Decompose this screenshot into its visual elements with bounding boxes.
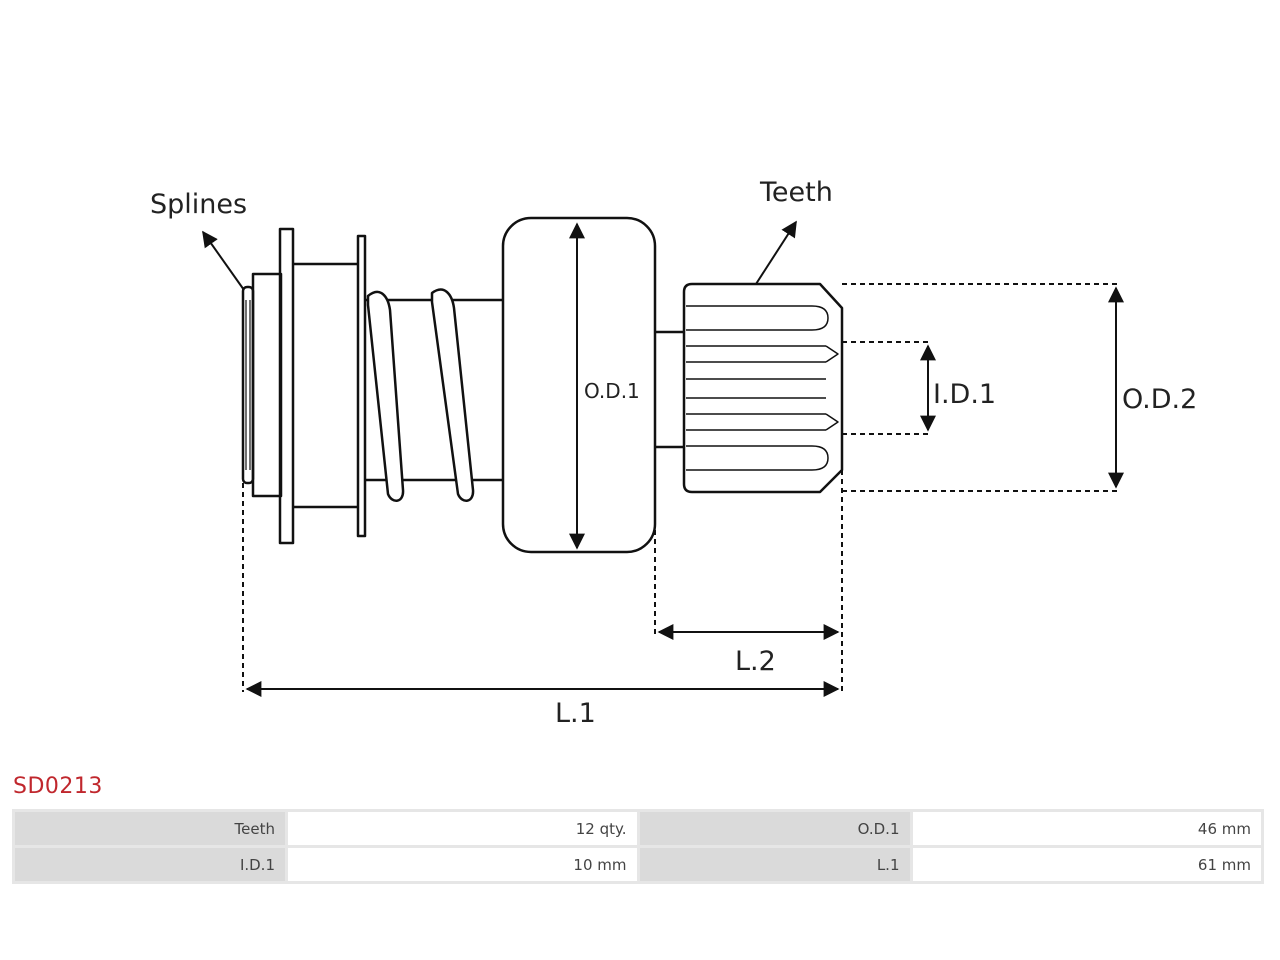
spec-label: Teeth xyxy=(15,812,285,845)
splines-label: Splines xyxy=(150,189,247,220)
l1-label: L.1 xyxy=(555,698,596,729)
flange-left xyxy=(278,227,295,545)
spec-value: 12 qty. xyxy=(288,812,637,845)
od1-label: O.D.1 xyxy=(584,379,640,403)
spec-value: 46 mm xyxy=(912,812,1261,845)
spec-table: Teeth 12 qty. O.D.1 46 mm I.D.1 10 mm L.… xyxy=(12,809,1264,884)
spec-label: O.D.1 xyxy=(639,812,910,845)
splines-leader xyxy=(202,230,245,291)
starter-drive-diagram: Splines Teeth O.D.1 I.D.1 O.D.2 L.2 L.1 xyxy=(150,177,1197,729)
table-row: Teeth 12 qty. O.D.1 46 mm xyxy=(15,812,1261,845)
helical-grooves xyxy=(366,288,475,502)
table-row: I.D.1 10 mm L.1 61 mm xyxy=(15,848,1261,881)
spline-end xyxy=(241,272,283,498)
id1-label: I.D.1 xyxy=(933,379,996,410)
l2-label: L.2 xyxy=(735,646,776,677)
od2-label: O.D.2 xyxy=(1122,384,1197,415)
pinion-gear xyxy=(682,282,844,494)
flange-right xyxy=(356,234,367,538)
teeth-leader xyxy=(755,220,797,285)
teeth-label: Teeth xyxy=(759,177,833,208)
spec-label: L.1 xyxy=(639,848,910,881)
spec-value: 10 mm xyxy=(288,848,637,881)
spec-label: I.D.1 xyxy=(15,848,285,881)
spec-value: 61 mm xyxy=(912,848,1261,881)
part-code: SD0213 xyxy=(13,774,103,799)
